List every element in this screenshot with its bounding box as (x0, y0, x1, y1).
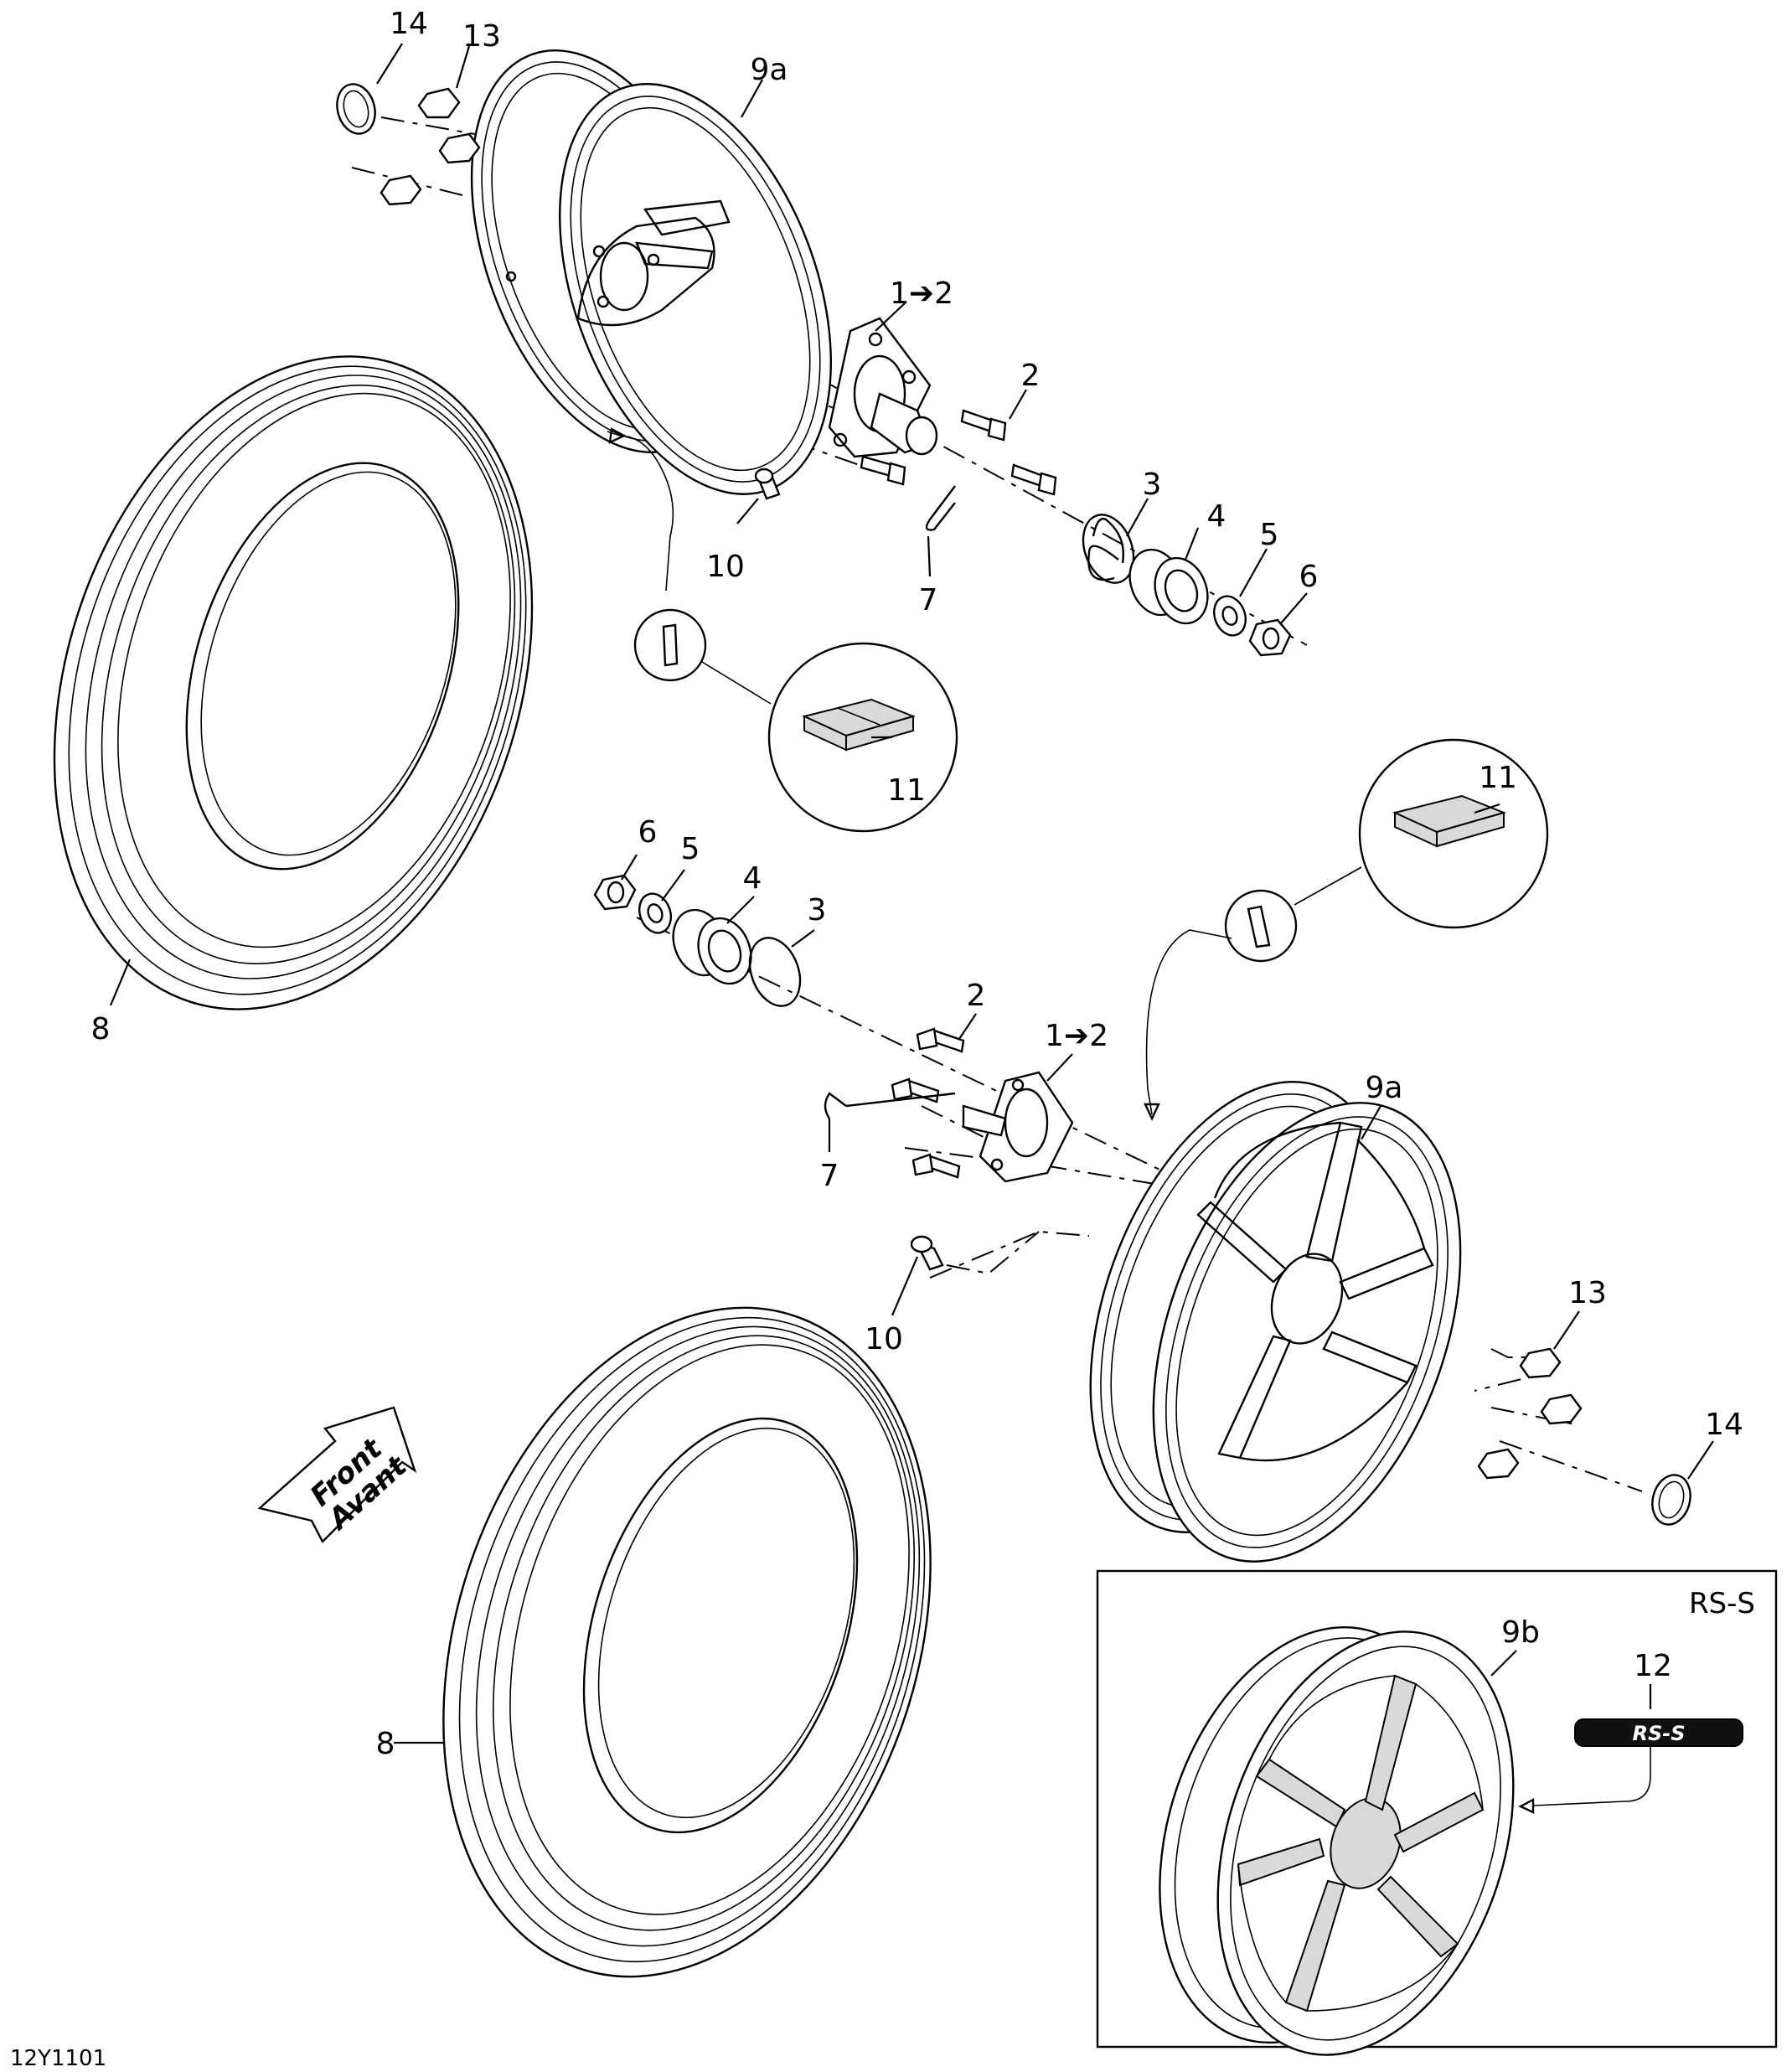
upper-lug-nuts (380, 87, 481, 206)
front-direction-arrow: Front Avant (257, 1406, 417, 1544)
lower-washer (638, 892, 673, 934)
callout-9b: 9b (1501, 1615, 1540, 1650)
callout-1-2-upper: 1➔2 (890, 276, 953, 311)
callout-9a-upper: 9a (751, 53, 788, 87)
lower-tire (442, 1306, 932, 1978)
upper-ring (1082, 514, 1135, 584)
callout-6-upper: 6 (1299, 560, 1319, 594)
callout-4-upper: 4 (1207, 499, 1227, 534)
callout-10-upper: 10 (706, 550, 745, 584)
lower-lug-nuts (1477, 1347, 1583, 1480)
callout-12: 12 (1634, 1649, 1672, 1683)
upper-hub-cap (336, 83, 376, 135)
upper-bearing (1128, 548, 1209, 625)
callout-14-lower: 14 (1705, 1408, 1743, 1442)
callout-3-lower: 3 (808, 893, 827, 927)
callout-5-upper: 5 (1260, 518, 1279, 552)
upper-cotter-pin (925, 485, 956, 531)
callout-labels: 14 13 9a 1➔2 2 3 4 5 6 10 7 11 8 6 5 4 3… (91, 7, 1743, 1761)
lower-bolts (891, 1027, 965, 1179)
callout-10-lower: 10 (865, 1322, 903, 1356)
lower-rim (1089, 1081, 1462, 1563)
callout-13-upper: 13 (462, 19, 501, 54)
callout-4-lower: 4 (743, 861, 762, 896)
callout-8-lower: 8 (376, 1727, 395, 1761)
upper-tire (53, 355, 534, 1010)
callout-3-upper: 3 (1143, 468, 1162, 502)
upper-nut (1248, 618, 1292, 657)
callout-11-lower: 11 (1479, 761, 1517, 795)
callout-13-lower: 13 (1568, 1276, 1607, 1310)
rs-s-emblem (1574, 1718, 1743, 1747)
emblem-text: RS-S (1632, 1722, 1685, 1745)
upper-bolts (860, 409, 1057, 496)
callout-7-upper: 7 (919, 583, 938, 617)
callout-11-upper: 11 (887, 773, 926, 808)
upper-washer (1212, 595, 1247, 637)
leader-lines (109, 43, 1714, 1744)
callout-6-lower: 6 (638, 815, 658, 850)
lower-weight-detail (1144, 738, 1549, 1121)
lower-cotter-pin (824, 1092, 956, 1119)
callout-5-lower: 5 (681, 832, 700, 866)
drawing-code: 12Y1101 (10, 2046, 106, 2071)
rs-s-inset: RS-S RS-S (1096, 1569, 1778, 2056)
lower-nut (593, 874, 637, 911)
lower-bearing (672, 908, 752, 985)
inset-variant-label: RS-S (1689, 1587, 1755, 1620)
lower-ring (748, 937, 802, 1007)
callout-1-2-lower: 1➔2 (1045, 1019, 1108, 1053)
upper-valve-stem (754, 468, 781, 500)
callout-2-lower: 2 (967, 979, 986, 1013)
lower-hub-cap (1651, 1474, 1691, 1526)
callout-8-upper: 8 (91, 1012, 111, 1046)
lower-spindle (962, 1071, 1074, 1183)
callout-2-upper: 2 (1021, 359, 1041, 393)
callout-14-upper: 14 (390, 7, 428, 41)
upper-spindle (828, 317, 938, 458)
lower-valve-stem (910, 1231, 1040, 1275)
callout-9a-lower: 9a (1366, 1071, 1403, 1105)
upper-weight-detail (607, 427, 958, 833)
callout-7-lower: 7 (820, 1159, 839, 1193)
